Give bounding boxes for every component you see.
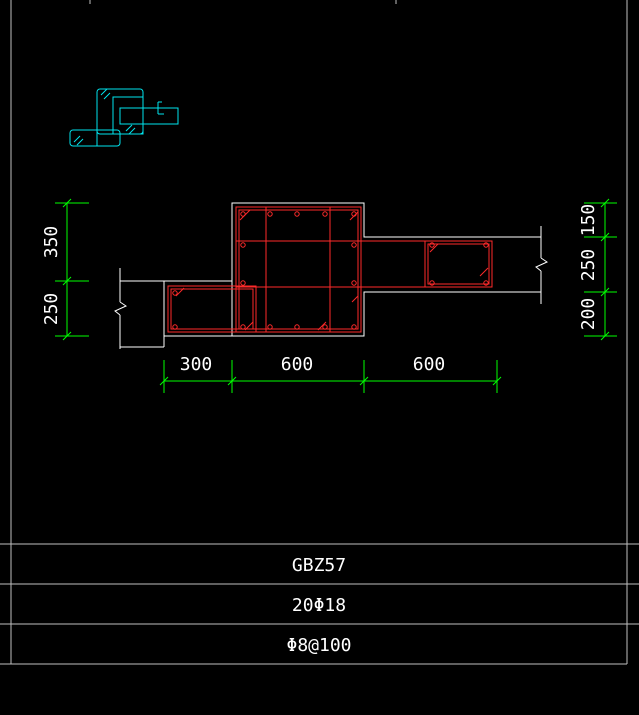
dim-bottom-600-left: 600 — [281, 354, 314, 375]
dim-left-350: 350 — [41, 226, 62, 259]
table-row-stirrup: Φ8@100 — [286, 635, 351, 656]
dim-right-200: 200 — [578, 298, 599, 331]
dim-left-250: 250 — [41, 293, 62, 326]
table-row-longitudinal: 20Φ18 — [292, 595, 346, 616]
rebar-cage — [167, 206, 493, 333]
drawing-frame — [0, 0, 639, 665]
concrete-outline — [114, 202, 549, 349]
dim-right-150: 150 — [578, 204, 599, 237]
longitudinal-bars — [172, 211, 489, 330]
title-table: GBZ57 20Φ18 Φ8@100 — [286, 555, 351, 656]
dimension-lines — [55, 198, 617, 393]
table-row-name: GBZ57 — [292, 555, 346, 576]
dimension-texts: 300 600 600 350 250 150 250 200 — [41, 204, 599, 375]
dim-bottom-300: 300 — [180, 354, 213, 375]
dim-bottom-600-right: 600 — [413, 354, 446, 375]
section-symbol-icon — [69, 88, 179, 147]
dim-right-250: 250 — [578, 249, 599, 282]
